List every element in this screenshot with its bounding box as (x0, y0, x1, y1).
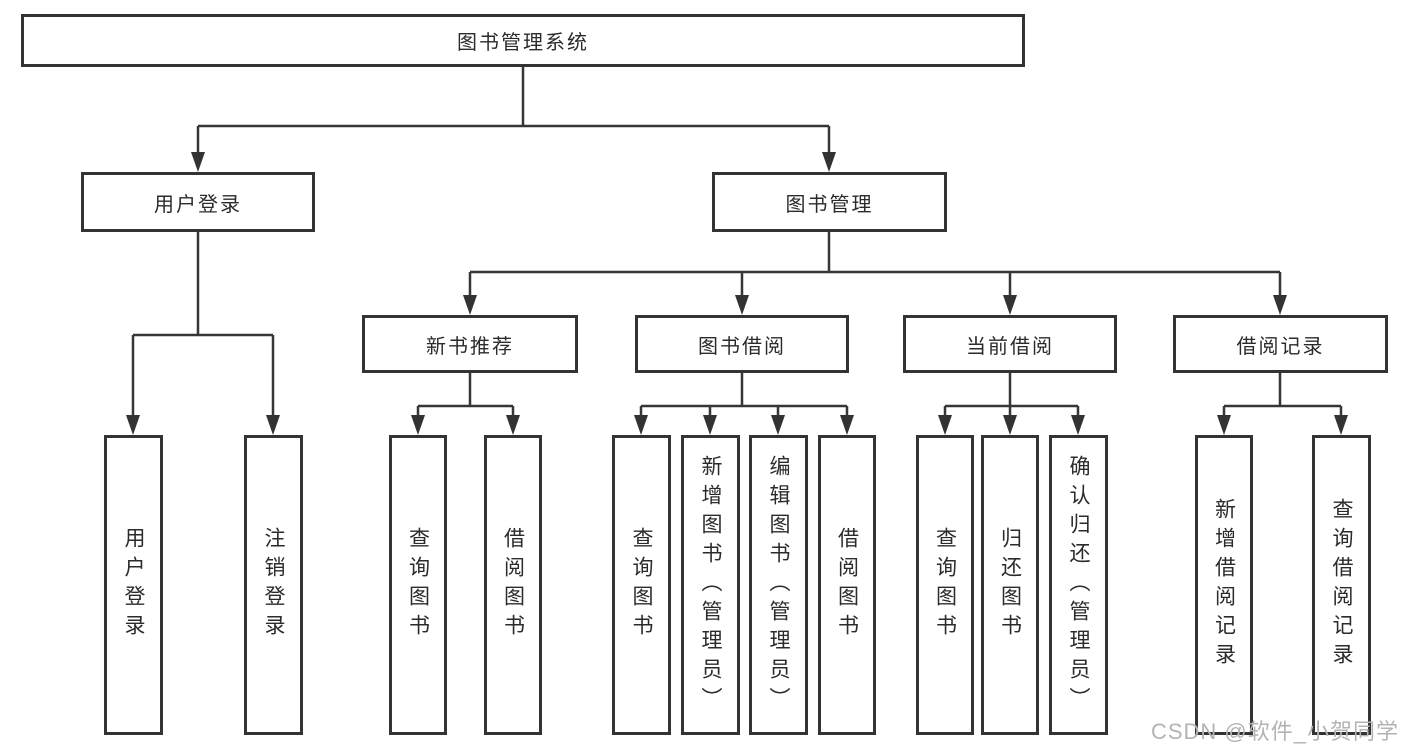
leaf-return-books: 归还图书 (981, 435, 1039, 735)
node-label: 图书管理系统 (457, 32, 589, 54)
node-new-book-recommend: 新书推荐 (362, 315, 578, 373)
node-label: 借阅记录 (1236, 335, 1325, 358)
node-label: 借阅图书 (501, 527, 525, 643)
node-label: 图书借阅 (698, 335, 786, 358)
node-current-borrow: 当前借阅 (903, 315, 1117, 373)
node-label: 当前借阅 (966, 335, 1054, 358)
node-label: 新增图书（管理员） (699, 454, 722, 716)
leaf-query-books-1: 查询图书 (389, 435, 447, 735)
leaf-query-books-2: 查询图书 (612, 435, 671, 735)
node-label: 编辑图书（管理员） (767, 454, 790, 716)
node-label: 查询借阅记录 (1330, 498, 1353, 672)
node-label: 查询图书 (406, 527, 430, 643)
node-label: 查询图书 (933, 527, 957, 643)
node-borrow-records: 借阅记录 (1173, 315, 1388, 373)
node-label: 新增借阅记录 (1212, 498, 1236, 672)
node-system-root: 图书管理系统 (21, 14, 1025, 67)
leaf-query-borrow-record: 查询借阅记录 (1312, 435, 1371, 735)
leaf-borrow-books-1: 借阅图书 (484, 435, 542, 735)
leaf-confirm-return-admin: 确认归还（管理员） (1049, 435, 1108, 735)
node-label: 查询图书 (630, 527, 653, 643)
node-label: 用户登录 (122, 527, 145, 643)
leaf-logout: 注销登录 (244, 435, 303, 735)
node-label: 借阅图书 (835, 527, 859, 643)
leaf-edit-books-admin: 编辑图书（管理员） (749, 435, 808, 735)
leaf-user-login: 用户登录 (104, 435, 163, 735)
node-label: 归还图书 (998, 527, 1022, 643)
leaf-add-books-admin: 新增图书（管理员） (681, 435, 740, 735)
leaf-query-books-3: 查询图书 (916, 435, 974, 735)
node-label: 确认归还（管理员） (1067, 454, 1090, 716)
node-label: 新书推荐 (426, 335, 514, 358)
node-label: 注销登录 (262, 527, 285, 643)
node-book-borrow: 图书借阅 (635, 315, 849, 373)
node-label: 用户登录 (154, 193, 242, 216)
node-label: 图书管理 (785, 193, 874, 216)
leaf-borrow-books-2: 借阅图书 (818, 435, 876, 735)
csdn-watermark: CSDN @软件_小贺同学 (1150, 719, 1399, 744)
node-book-management-branch: 图书管理 (712, 172, 947, 232)
leaf-add-borrow-record: 新增借阅记录 (1195, 435, 1253, 735)
node-user-login-branch: 用户登录 (81, 172, 315, 232)
